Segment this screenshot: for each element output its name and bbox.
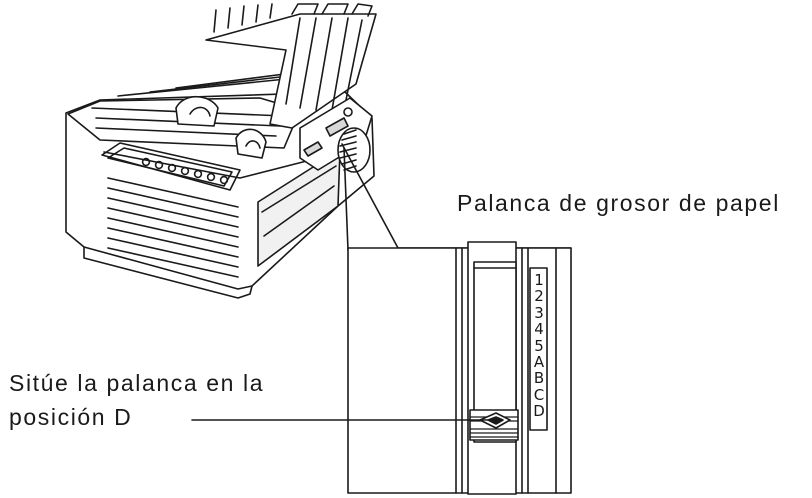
scale-position-c: C: [533, 385, 545, 404]
lever-area: [299, 97, 373, 171]
front-vents: [107, 177, 239, 278]
paper-guide: [175, 95, 267, 159]
instruction-label-line2: posición D: [9, 404, 133, 430]
scale-position-d: D: [533, 402, 545, 421]
zoom-box: [347, 241, 572, 495]
control-panel: [101, 142, 241, 191]
instruction-label-line1: Sitúe la palanca en la: [9, 370, 265, 396]
scale-position-4: 4: [534, 320, 544, 339]
scale-position-1: 1: [534, 271, 544, 289]
scale-position-a: A: [533, 353, 545, 372]
scale-position-2: 2: [534, 287, 544, 306]
scale-position-3: 3: [534, 303, 544, 322]
printer-illustration: [65, 3, 377, 299]
position-scale: 1 2 3 4 5 A B C D: [531, 272, 547, 420]
scale-strip: [529, 267, 548, 431]
lever-name-label: Palanca de grosor de papel: [457, 190, 780, 216]
paper-separator: [205, 3, 377, 129]
lever-knob: [469, 409, 519, 441]
scale-position-b: B: [533, 369, 545, 388]
scale-position-5: 5: [534, 336, 544, 355]
